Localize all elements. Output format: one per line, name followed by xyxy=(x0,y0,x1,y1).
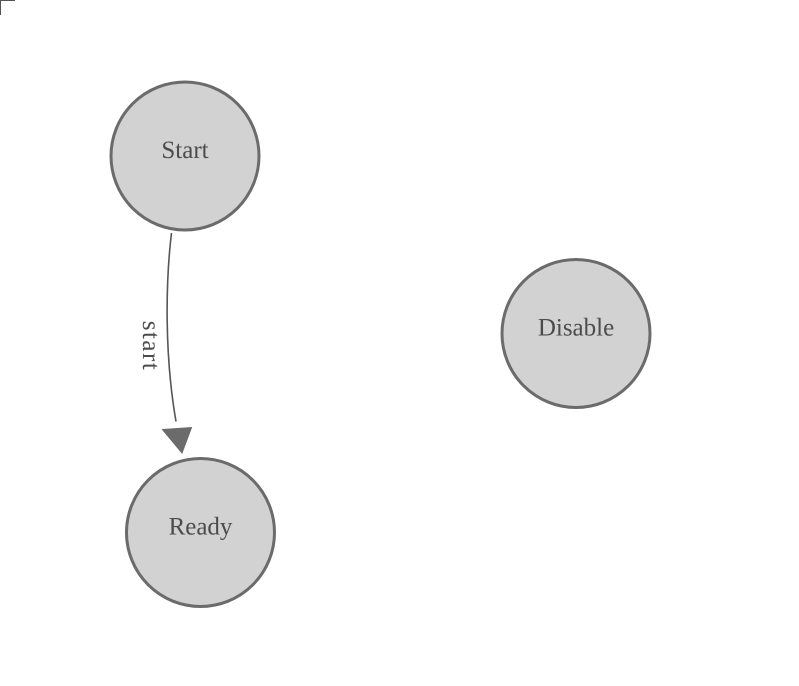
edge-start-ready-line xyxy=(166,232,177,422)
node-start-circle[interactable] xyxy=(109,80,261,232)
edge-start-ready[interactable]: start xyxy=(137,232,193,454)
node-ready-label: Ready xyxy=(169,514,233,541)
node-disable-label: Disable xyxy=(538,315,614,342)
node-ready[interactable]: Ready xyxy=(125,457,276,608)
edge-label-start: start xyxy=(137,321,164,372)
node-ready-circle[interactable] xyxy=(125,457,276,608)
node-start[interactable]: Start xyxy=(109,80,261,232)
node-disable-circle[interactable] xyxy=(500,258,652,409)
node-start-label: Start xyxy=(161,137,208,164)
canvas-corner-mark xyxy=(0,0,15,15)
node-disable[interactable]: Disable xyxy=(500,258,652,409)
arrowhead-icon xyxy=(161,426,193,454)
